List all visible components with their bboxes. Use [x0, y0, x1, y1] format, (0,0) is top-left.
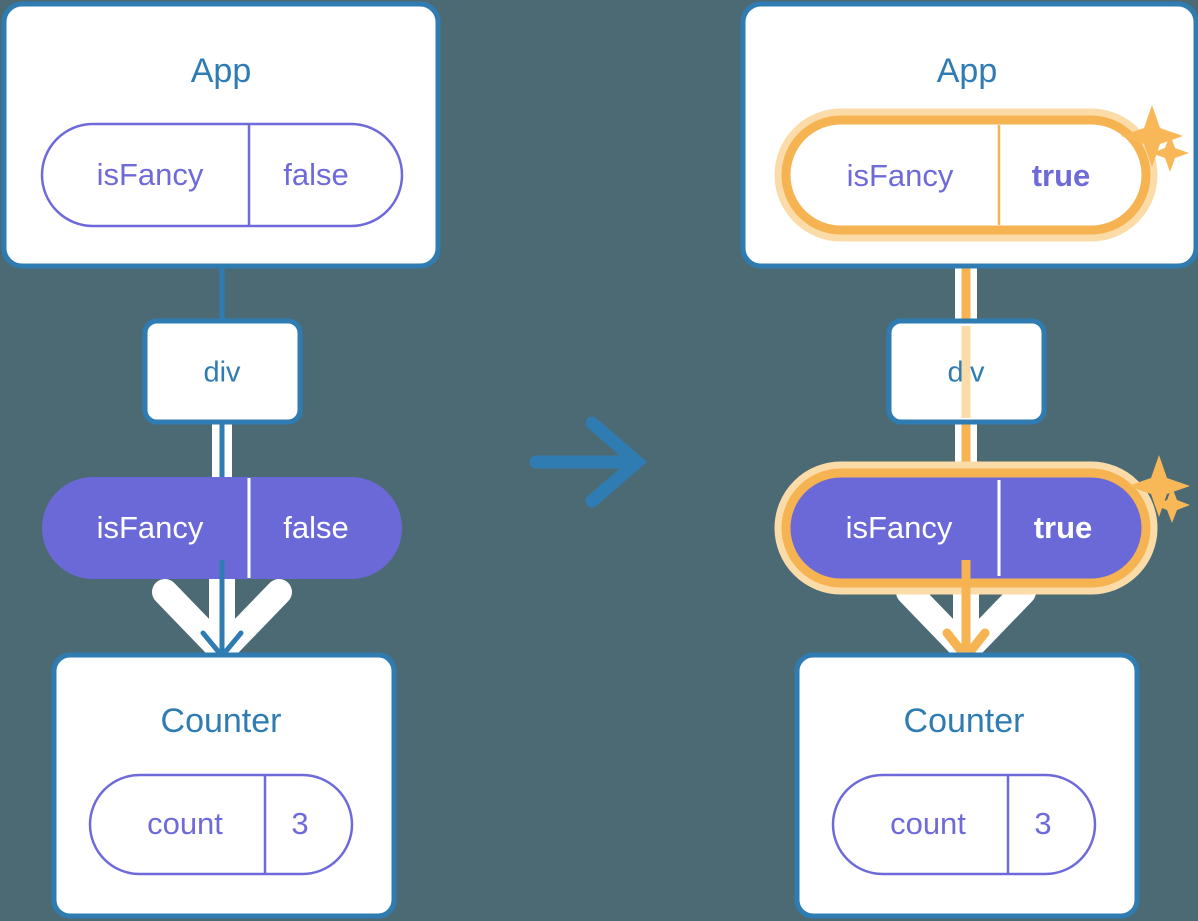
arrow-right-icon	[529, 416, 647, 508]
left-props-pill	[42, 477, 402, 579]
right-app-card-title: App	[937, 52, 998, 90]
right-counter-state-pill-value: 3	[1034, 806, 1051, 841]
left-counter-card-title: Counter	[161, 702, 282, 740]
left-counter-state-pill-value: 3	[291, 806, 308, 841]
right-app-state-pill-value: true	[1032, 158, 1091, 193]
right-counter-card-title: Counter	[904, 702, 1025, 740]
right-app-state-pill-ring	[781, 115, 1151, 235]
left-props-pill-key: isFancy	[97, 510, 204, 545]
left-div-node	[142, 318, 303, 425]
sparkles-icon	[1128, 455, 1190, 523]
left-div-node-label: div	[203, 357, 241, 389]
sparkles-icon	[1121, 105, 1189, 172]
left-app-state-pill-key: isFancy	[97, 157, 204, 192]
right-counter-state-pill-key: count	[890, 806, 966, 841]
left-props-pill-value: false	[283, 510, 348, 545]
left-app-state-pill-value: false	[283, 157, 348, 192]
right-props-pill-value: true	[1034, 510, 1093, 545]
left-counter-state-pill	[88, 773, 354, 876]
left-app-card-title: App	[191, 52, 252, 90]
left-counter-state-pill-key: count	[147, 806, 223, 841]
right-props-pill-key: isFancy	[846, 510, 953, 545]
left-app-state-pill	[40, 122, 404, 228]
right-app-state-pill-key: isFancy	[847, 158, 954, 193]
right-counter-state-pill	[831, 773, 1097, 876]
